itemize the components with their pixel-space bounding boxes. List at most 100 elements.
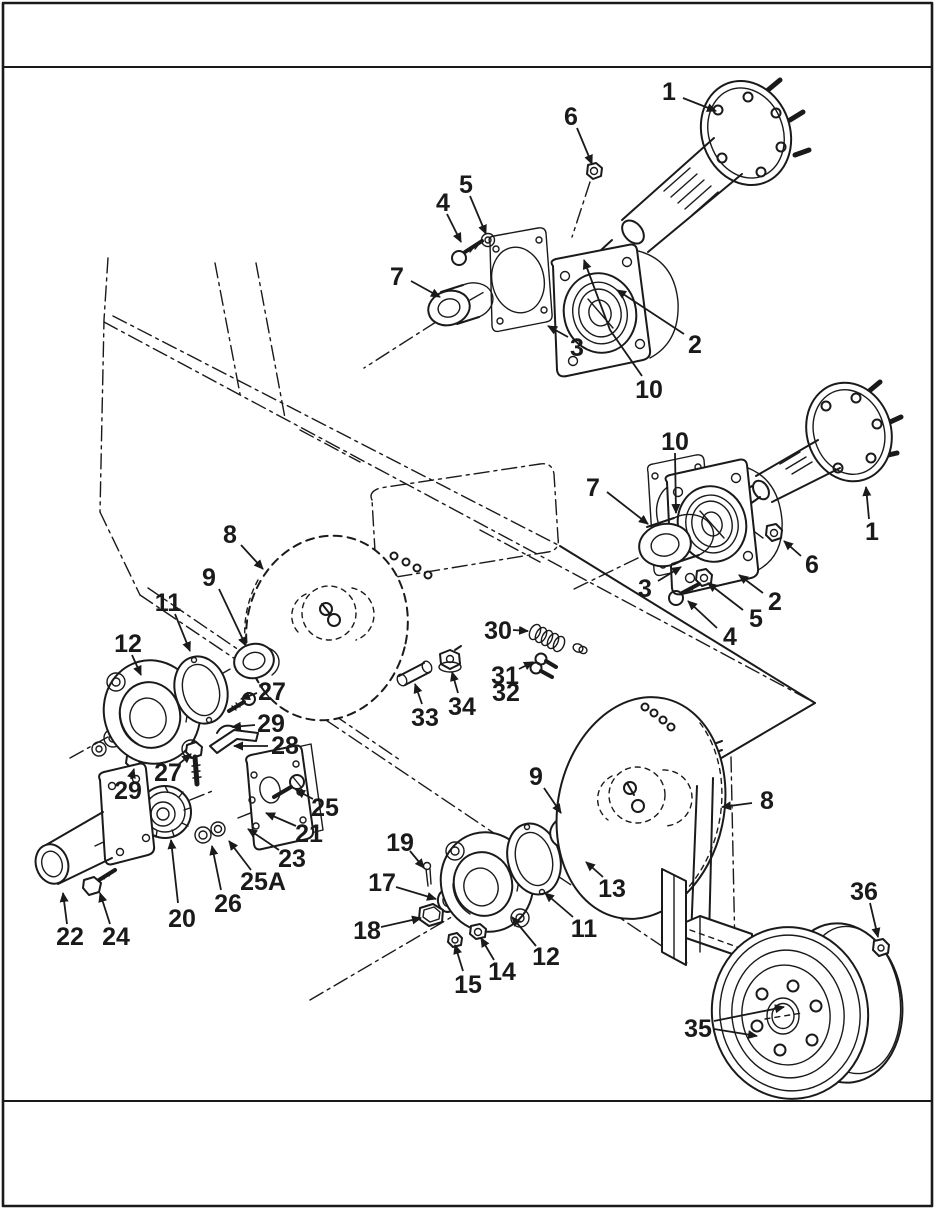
leader-line-19 bbox=[409, 850, 425, 869]
part-label-27-23: 27 bbox=[154, 759, 182, 787]
cotter-pin bbox=[422, 861, 432, 887]
leader-line-31 bbox=[518, 661, 534, 671]
leader-line-36 bbox=[869, 902, 881, 938]
part-label-6-1: 6 bbox=[564, 103, 578, 131]
part-label-31-34: 31 bbox=[491, 662, 519, 690]
leader-line-18 bbox=[380, 915, 422, 928]
leader-line-8 bbox=[240, 544, 264, 570]
gasket-plate bbox=[488, 227, 553, 333]
bushing bbox=[638, 513, 715, 568]
part-label-22-32: 22 bbox=[56, 923, 84, 951]
leader-line-3 bbox=[657, 566, 682, 582]
part-label-20-30: 20 bbox=[168, 905, 196, 933]
frame-standard bbox=[690, 777, 714, 939]
part-label-10-8: 10 bbox=[661, 428, 689, 456]
leader-line-12 bbox=[511, 916, 537, 947]
part-label-27-20: 27 bbox=[258, 678, 286, 706]
leader-line-29 bbox=[231, 721, 256, 731]
bearing-cone bbox=[233, 642, 280, 680]
wheel-rim bbox=[710, 922, 904, 1100]
disc-center-nut bbox=[319, 602, 341, 627]
leader-line-35 bbox=[713, 1004, 785, 1022]
leader-line-26 bbox=[209, 845, 222, 891]
part-label-12-19: 12 bbox=[114, 630, 142, 658]
leader-line-6 bbox=[783, 540, 802, 557]
part-label-3-12: 3 bbox=[638, 575, 652, 603]
part-label-24-31: 24 bbox=[102, 923, 130, 951]
leader-line-10 bbox=[671, 452, 681, 514]
axle-hub-flange bbox=[699, 77, 812, 187]
gasket-ring bbox=[173, 655, 229, 725]
part-label-13-45: 13 bbox=[598, 875, 626, 903]
disc-edge-links bbox=[389, 551, 433, 580]
part-label-26-29: 26 bbox=[214, 890, 242, 918]
leader-line-11 bbox=[174, 613, 191, 652]
part-label-25-25: 25 bbox=[311, 794, 339, 822]
leader-line-11 bbox=[544, 892, 574, 918]
part-label-23-27: 23 bbox=[278, 845, 306, 873]
backing-plate bbox=[245, 743, 324, 851]
leader-line-22 bbox=[59, 892, 69, 925]
part-label-18-40: 18 bbox=[353, 917, 381, 945]
leader-line-13 bbox=[585, 861, 604, 878]
hex-nut bbox=[765, 523, 783, 542]
leader-line-7 bbox=[606, 491, 649, 525]
leader-line-15 bbox=[453, 944, 464, 972]
hex-bolt bbox=[82, 868, 117, 896]
leader-line-5 bbox=[469, 195, 487, 235]
part-label-3-5: 3 bbox=[570, 334, 584, 362]
part-label-36-48: 36 bbox=[850, 878, 878, 906]
part-label-5-2: 5 bbox=[459, 171, 473, 199]
leader-line-27 bbox=[178, 753, 192, 765]
part-label-30-33: 30 bbox=[484, 617, 512, 645]
bushing bbox=[427, 282, 494, 327]
set-screws bbox=[529, 652, 558, 679]
small-parts-cluster bbox=[396, 623, 588, 687]
leader-line-3 bbox=[547, 325, 569, 338]
part-label-17-39: 17 bbox=[368, 869, 396, 897]
leader-line-23 bbox=[247, 828, 280, 851]
part-label-7-4: 7 bbox=[390, 263, 404, 291]
roll-pin-spring bbox=[528, 623, 588, 655]
leader-line-17 bbox=[395, 886, 437, 901]
part-label-29-21: 29 bbox=[257, 710, 285, 738]
leader-line-25 bbox=[295, 789, 314, 800]
leader-line-6 bbox=[576, 127, 593, 165]
part-label-8-16: 8 bbox=[223, 521, 237, 549]
part-label-6-11: 6 bbox=[805, 551, 819, 579]
part-label-29-24: 29 bbox=[114, 777, 142, 805]
flanged-collar bbox=[438, 645, 462, 673]
harrow-disc-rear bbox=[555, 696, 727, 920]
part-label-7-9: 7 bbox=[586, 474, 600, 502]
part-label-12-43: 12 bbox=[532, 943, 560, 971]
leader-line-34 bbox=[450, 671, 459, 694]
axle-assembly-lower bbox=[638, 379, 904, 606]
leader-line-14 bbox=[480, 937, 495, 961]
leader-line-8 bbox=[721, 801, 753, 811]
lower-hub-group bbox=[418, 814, 601, 948]
part-label-33-36: 33 bbox=[411, 704, 439, 732]
leader-line-1 bbox=[862, 486, 872, 520]
leader-line-1 bbox=[682, 97, 717, 112]
part-label-5-14: 5 bbox=[749, 605, 763, 633]
part-label-25A-28: 25A bbox=[240, 868, 286, 896]
part-label-19-38: 19 bbox=[386, 829, 414, 857]
leader-line-30 bbox=[512, 625, 529, 635]
disc-center-nut bbox=[623, 781, 645, 813]
washers bbox=[194, 821, 226, 844]
leader-line-2 bbox=[616, 289, 685, 335]
carriage-bolt bbox=[451, 239, 484, 266]
harrow-disc-front bbox=[244, 534, 433, 722]
leader-line-24 bbox=[98, 892, 111, 925]
axle-tube bbox=[34, 762, 156, 885]
part-label-14-42: 14 bbox=[488, 958, 516, 986]
part-label-4-3: 4 bbox=[436, 189, 450, 217]
bearing-insert bbox=[691, 500, 733, 548]
hex-nut bbox=[586, 162, 603, 180]
left-hub-group bbox=[34, 642, 324, 896]
leader-line-29 bbox=[127, 768, 136, 780]
